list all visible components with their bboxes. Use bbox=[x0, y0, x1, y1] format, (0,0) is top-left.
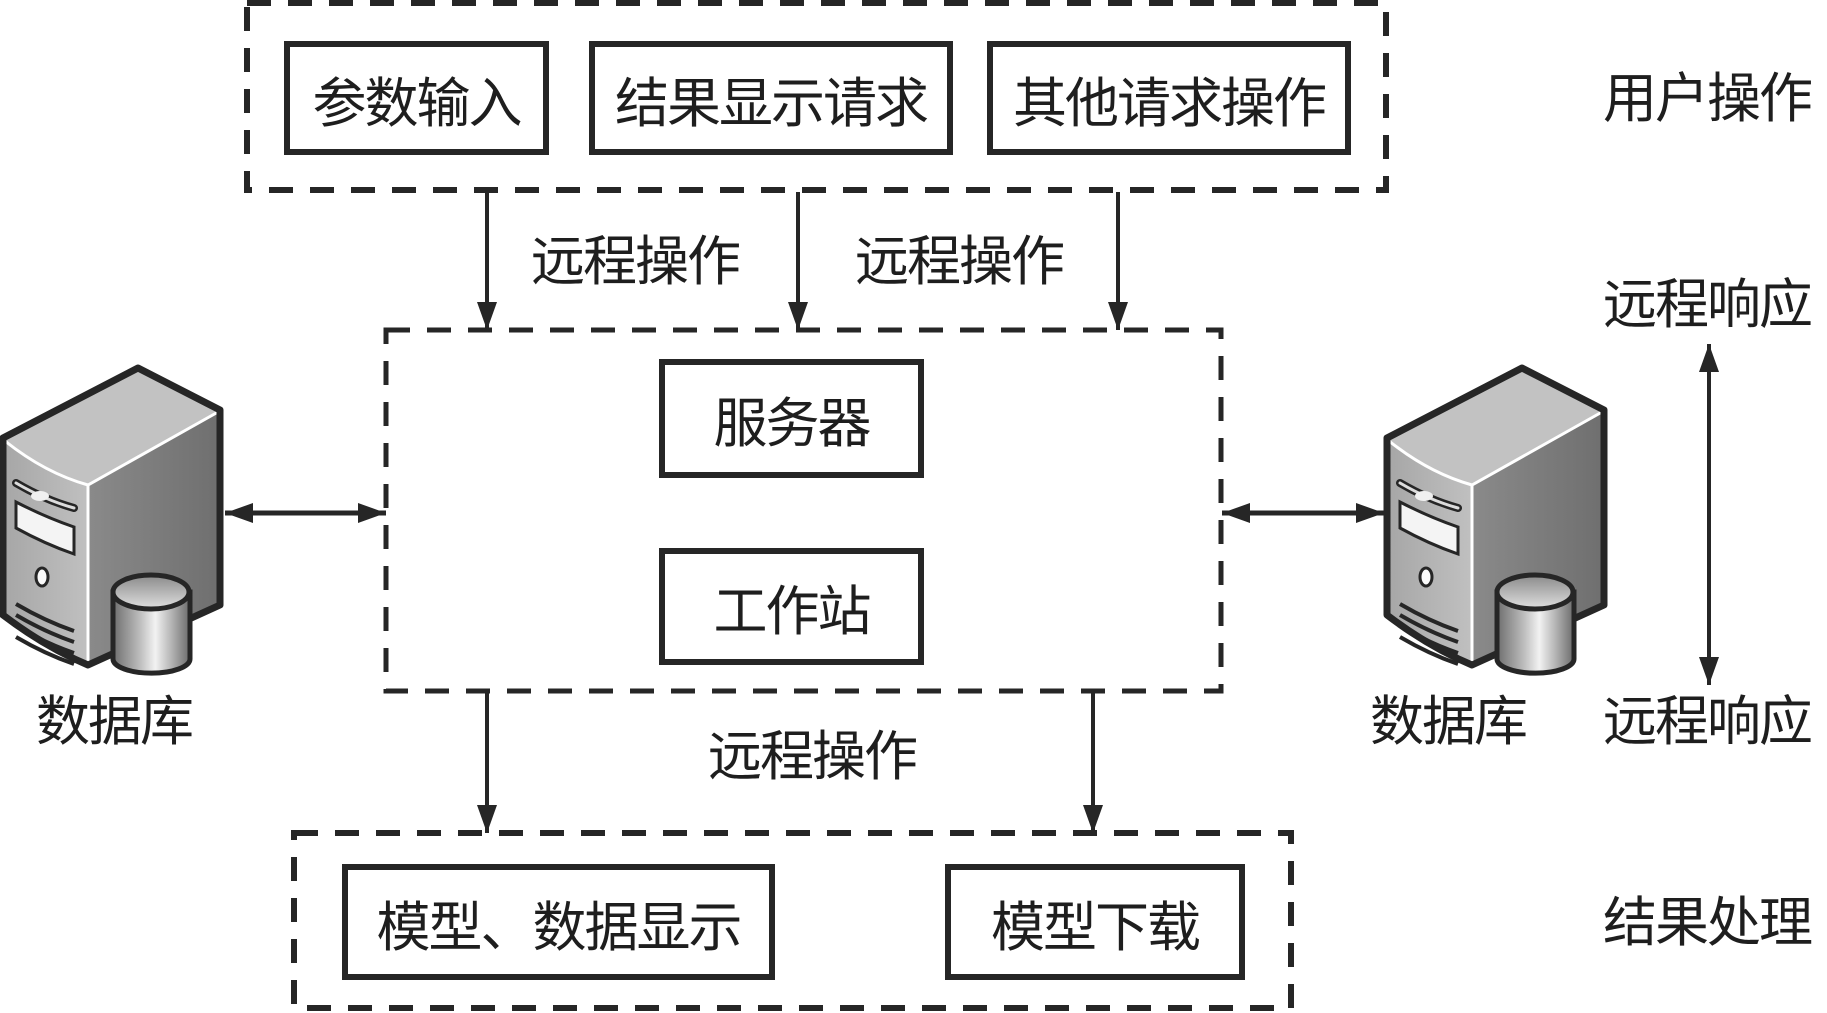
remote-op-label-2: 远程操作 bbox=[855, 230, 1065, 293]
remote-op-label-3: 远程操作 bbox=[708, 725, 918, 788]
workstation-box: 工作站 bbox=[659, 548, 924, 665]
remote-op-label-1: 远程操作 bbox=[531, 230, 741, 293]
result-display-request-label: 结果显示请求 bbox=[615, 71, 929, 135]
server-label: 服务器 bbox=[713, 392, 872, 455]
param-input-box: 参数输入 bbox=[284, 41, 549, 155]
center-group-frame bbox=[383, 327, 1224, 694]
server-box: 服务器 bbox=[659, 359, 924, 478]
model-download-box: 模型下载 bbox=[945, 864, 1245, 980]
remote-response-label-bottom: 远程响应 bbox=[1603, 690, 1813, 753]
result-group-frame bbox=[291, 830, 1294, 1011]
other-request-label: 其他请求操作 bbox=[1013, 71, 1327, 135]
result-display-request-box: 结果显示请求 bbox=[589, 41, 953, 155]
model-data-display-label: 模型、数据显示 bbox=[376, 895, 743, 959]
database-server-icon-left bbox=[3, 368, 220, 673]
result-processing-stage-label: 结果处理 bbox=[1603, 891, 1813, 954]
workstation-label: 工作站 bbox=[713, 580, 872, 643]
user-ops-group-frame bbox=[244, 0, 1389, 193]
param-input-label: 参数输入 bbox=[312, 71, 523, 135]
other-request-box: 其他请求操作 bbox=[987, 41, 1351, 155]
model-download-label: 模型下载 bbox=[991, 895, 1201, 959]
database-label-left: 数据库 bbox=[36, 690, 194, 753]
database-label-right: 数据库 bbox=[1370, 690, 1528, 753]
database-server-icon-right bbox=[1387, 368, 1604, 673]
model-data-display-box: 模型、数据显示 bbox=[342, 864, 775, 980]
remote-response-label-top: 远程响应 bbox=[1603, 273, 1813, 336]
user-ops-stage-label: 用户操作 bbox=[1603, 67, 1813, 130]
